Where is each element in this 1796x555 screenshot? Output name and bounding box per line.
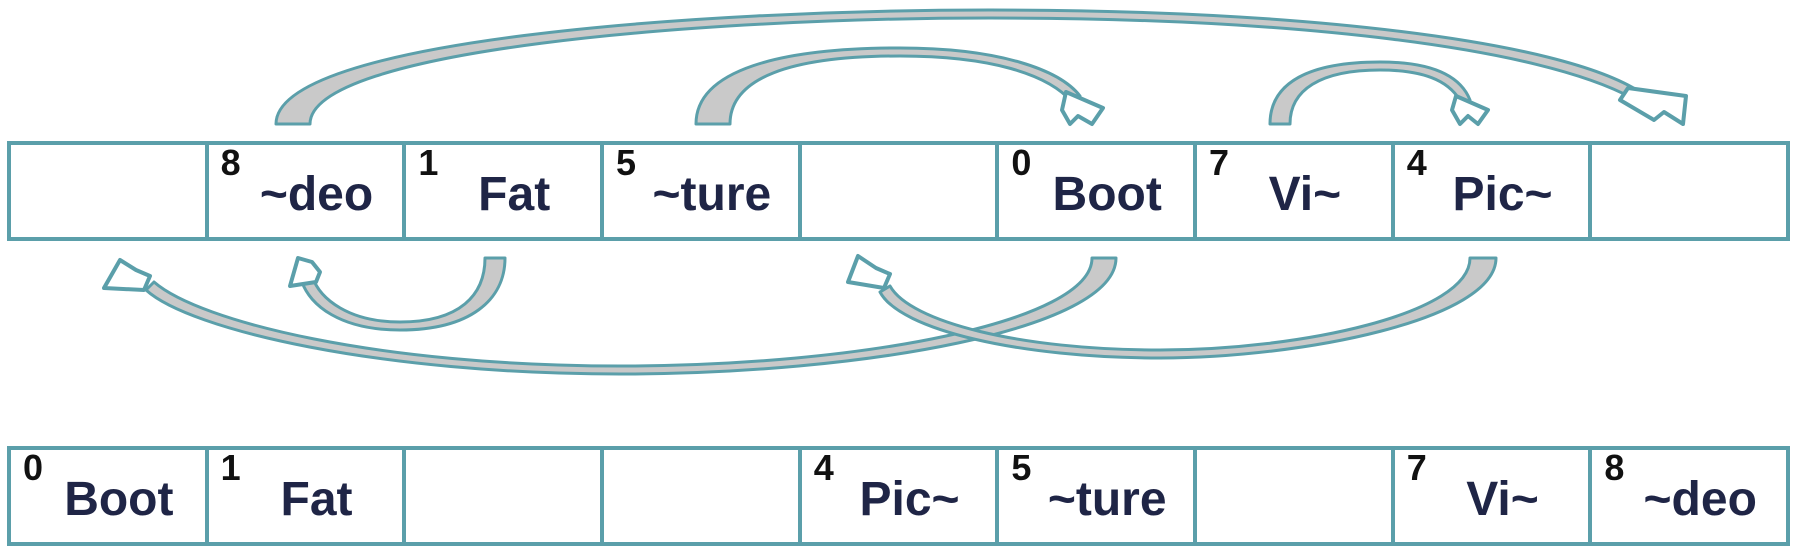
cell-label: Pic~ [1452, 168, 1553, 221]
arrow-fat-to-deo [288, 256, 507, 332]
arrow-8-deo-to-last [274, 8, 1688, 126]
cell-index: 1 [418, 142, 439, 183]
arrow-head [1618, 86, 1688, 126]
cell-index: 0 [1011, 142, 1032, 183]
arrow-tail [300, 256, 507, 332]
top-cell: 7 Vi~ [1197, 145, 1395, 237]
cell-index: 7 [1209, 142, 1230, 183]
cell-index: 7 [1406, 447, 1427, 488]
top-cell [11, 145, 209, 237]
cell-index: 4 [813, 447, 834, 488]
cell-index: 8 [1604, 447, 1625, 488]
top-row: 8 ~deo 1 Fat 5 ~ture 0 Boot 7 Vi~ 4 Pic~ [7, 141, 1790, 241]
cell-index: 5 [1011, 447, 1032, 488]
bottom-cell [406, 450, 605, 542]
bottom-cell [1197, 450, 1395, 542]
top-cell: 5 ~ture [604, 145, 802, 237]
top-cell: 8 ~deo [209, 145, 407, 237]
arrow-pic-to-empty [846, 254, 1498, 360]
arrow-tail [144, 256, 1118, 376]
arrow-head [102, 258, 152, 292]
cell-label: Vi~ [1268, 168, 1342, 221]
arrow-boot-to-first [102, 256, 1118, 376]
top-cell: 1 Fat [406, 142, 605, 237]
top-cell: 4 Pic~ [1395, 145, 1593, 237]
cell-label: Fat [280, 473, 353, 526]
arrow-tail [694, 46, 1082, 126]
arrow-vi-to-pic [1268, 60, 1490, 126]
cell-index: 8 [220, 142, 241, 183]
bottom-cell: 0 Boot [11, 450, 209, 542]
arrow-head [846, 254, 892, 290]
bottom-cell [604, 450, 802, 542]
bottom-cell: 1 Fat [209, 450, 407, 542]
bottom-cell: 8 ~deo [1592, 450, 1786, 542]
cell-label: ~ture [652, 168, 772, 221]
arrow-head [1450, 94, 1490, 126]
cell-index: 4 [1406, 142, 1427, 183]
cell-index: 1 [220, 447, 241, 488]
bottom-cell: 7 Vi~ [1395, 450, 1593, 542]
arrow-tail [274, 8, 1642, 126]
cell-label: ~deo [1643, 473, 1757, 526]
arrow-head [288, 256, 322, 288]
arrow-head [1060, 90, 1105, 126]
bottom-cell: 5 ~ture [999, 447, 1198, 542]
cell-label: Fat [478, 168, 551, 221]
bottom-cell: 4 Pic~ [802, 450, 1000, 542]
arrow-ture-to-empty [694, 46, 1105, 126]
bottom-row: 0 Boot 1 Fat 4 Pic~ 5 ~ture 7 Vi~ 8 ~deo [7, 446, 1790, 546]
top-cell [1592, 145, 1786, 237]
cell-label: Pic~ [859, 473, 960, 526]
cell-label: Vi~ [1466, 473, 1539, 526]
top-cell: 0 Boot [999, 142, 1198, 237]
arrow-tail [878, 256, 1498, 360]
cell-index: 5 [616, 142, 637, 183]
cell-label: Boot [1052, 168, 1162, 221]
arrow-tail [1268, 60, 1472, 126]
cell-label: ~deo [259, 168, 374, 221]
cell-index: 0 [23, 447, 44, 488]
top-cell [802, 145, 1000, 237]
cell-label: Boot [64, 473, 174, 526]
cell-label: ~ture [1047, 473, 1167, 526]
